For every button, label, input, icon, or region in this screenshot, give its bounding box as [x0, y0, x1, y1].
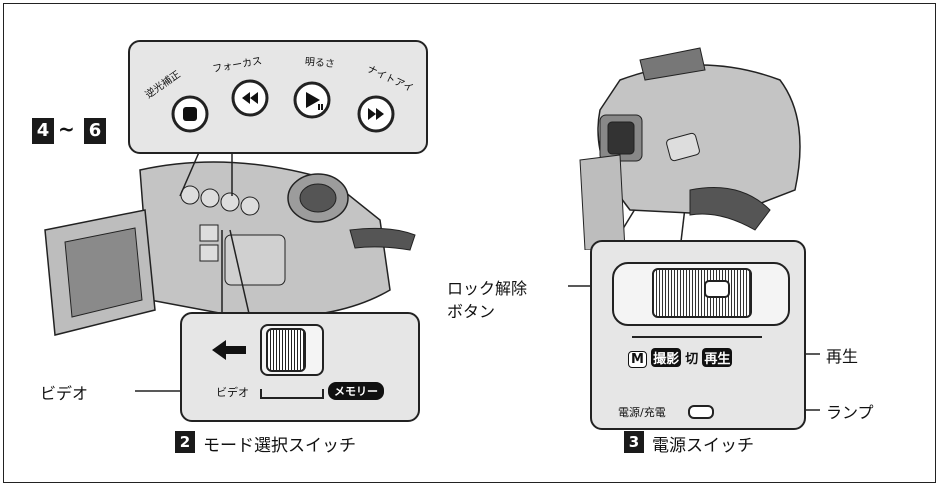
mode-play-label: 再生 — [702, 348, 733, 367]
power-detent-marks — [632, 328, 762, 338]
caption-badge-3: 3 — [624, 431, 644, 453]
control-button-panel: 逆光補正 フォーカス 明るさ ナイトアイ — [128, 40, 428, 154]
caption-badge-2: 2 — [175, 431, 195, 453]
fast-forward-icon — [368, 108, 384, 120]
brightness-button[interactable] — [292, 80, 332, 120]
mode-switch-slider[interactable] — [266, 328, 306, 372]
square-stop-icon — [183, 107, 197, 121]
mode-switch-panel: ビデオ メモリー — [180, 312, 420, 422]
focus-button[interactable] — [230, 78, 270, 118]
video-callout: ビデオ — [40, 384, 89, 403]
arrow-left-icon — [212, 340, 246, 360]
camera-left-illustration — [44, 161, 416, 336]
power-lamp-indicator — [688, 405, 714, 419]
brightness-label: 明るさ — [304, 56, 336, 71]
mode-m-label: M — [628, 351, 647, 368]
mode-detent-marks — [260, 389, 324, 399]
memory-mode-label: メモリー — [328, 382, 384, 400]
step-badge-4: 4 — [32, 118, 54, 144]
camera-right-illustration — [579, 47, 801, 250]
step-badge-6: 6 — [84, 118, 106, 144]
nighteye-label: ナイトアイ — [365, 63, 415, 95]
mode-record-label: 撮影 — [651, 348, 682, 367]
video-mode-label: ビデオ — [216, 386, 249, 399]
focus-label: フォーカス — [211, 55, 263, 76]
power-switch-caption: 電源スイッチ — [652, 436, 754, 456]
nighteye-button[interactable] — [356, 94, 396, 134]
backlight-button[interactable] — [170, 94, 210, 134]
rewind-icon — [242, 92, 258, 104]
mode-switch-caption: モード選択スイッチ — [203, 436, 356, 456]
lamp-label: 電源/充電 — [618, 406, 666, 419]
power-switch-panel: M 撮影 切 再生 電源/充電 — [590, 240, 806, 430]
lock-release-callout-line1: ロック解除 — [447, 279, 528, 298]
lock-release-callout-line2: ボタン — [447, 302, 496, 321]
lock-release-button[interactable] — [704, 280, 730, 298]
power-switch-slider[interactable] — [652, 268, 752, 318]
mode-off-label: 切 — [685, 352, 699, 367]
tilde-separator: ~ — [58, 117, 75, 141]
lamp-callout: ランプ — [826, 403, 874, 422]
power-mode-labels: M 撮影 切 再生 — [628, 348, 733, 368]
play-pause-icon — [306, 92, 320, 108]
play-callout: 再生 — [826, 347, 859, 366]
